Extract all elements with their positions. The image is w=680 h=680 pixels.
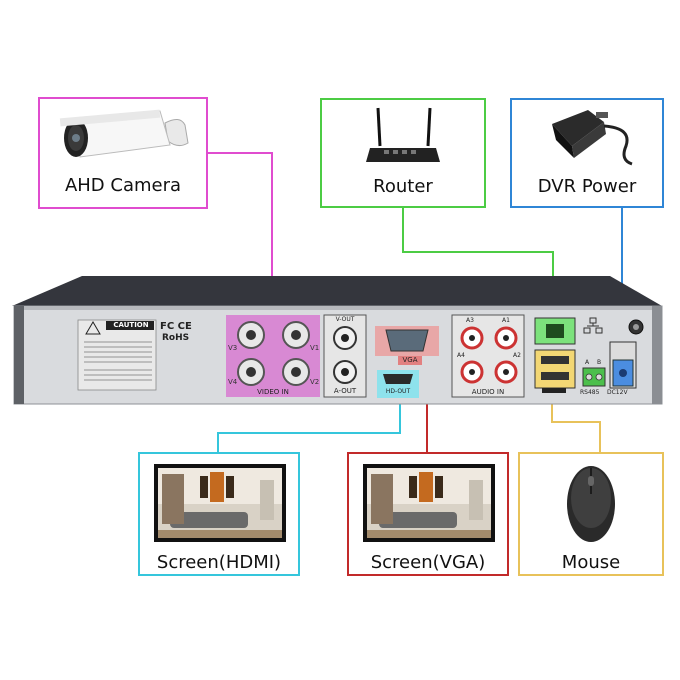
mouse-connection-line — [551, 393, 601, 452]
screen-vga-label: Screen(VGA) — [370, 552, 486, 573]
dvr-top-surface — [12, 276, 662, 306]
rs485-terminal[interactable] — [582, 367, 606, 387]
screen-hdmi-box: Screen(HDMI) — [138, 452, 300, 576]
rs485-pin-b: B — [597, 359, 602, 366]
vga-label: VGA — [402, 356, 418, 364]
bullet-camera-icon — [59, 109, 189, 158]
mouse-label: Mouse — [561, 552, 621, 573]
channel-label-v4: V4 — [228, 378, 238, 386]
mouse-box: Mouse — [518, 452, 664, 576]
usb-icon — [542, 388, 566, 393]
caution-label — [77, 319, 157, 391]
hdmi-port[interactable] — [383, 374, 413, 384]
audio-label-a1: A1 — [502, 317, 510, 324]
monitor-screen-icon — [363, 464, 495, 542]
power-adapter-icon — [552, 110, 633, 166]
a-out-label: A-OUT — [333, 387, 357, 395]
network-icon — [583, 317, 603, 334]
screen-vga-box: Screen(VGA) — [347, 452, 509, 576]
warning-triangle-icon — [85, 321, 101, 335]
video-in-label: VIDEO IN — [257, 388, 289, 396]
channel-label-v1: V1 — [310, 344, 320, 352]
rs485-pin-a: A — [585, 359, 590, 366]
fc-ce-mark: FC CE — [160, 321, 192, 332]
dvr-power-label: DVR Power — [537, 176, 637, 197]
router-box: Router — [320, 98, 486, 208]
audio-label-a3: A3 — [466, 317, 474, 324]
screen-hdmi-label: Screen(HDMI) — [156, 552, 282, 573]
usb-ports[interactable] — [534, 349, 576, 389]
channel-label-v2: V2 — [310, 378, 320, 386]
v-out-label: V-OUT — [335, 316, 355, 323]
router-label: Router — [373, 176, 433, 197]
audio-label-a2: A2 — [513, 352, 521, 359]
vga-port[interactable] — [385, 329, 429, 352]
audio-label-a4: A4 — [457, 352, 465, 359]
ahd-camera-box: AHD Camera — [38, 97, 208, 209]
tv-screen-icon — [154, 464, 286, 542]
rohs-mark: RoHS — [162, 333, 190, 343]
dvr-power-box: DVR Power — [510, 98, 664, 208]
bnc-connectors — [237, 321, 310, 386]
rs485-label: RS485 — [580, 389, 600, 396]
router-icon — [366, 107, 440, 162]
ahd-camera-label: AHD Camera — [64, 175, 182, 196]
hdmi-connection-line — [217, 383, 401, 453]
hd-out-label: HD-OUT — [385, 388, 411, 395]
channel-label-v3: V3 — [228, 344, 238, 352]
audio-in-label: AUDIO IN — [471, 388, 505, 396]
dc12v-label: DC12V — [607, 389, 628, 396]
caution-text: CAUTION — [113, 321, 149, 329]
mouse-icon — [567, 466, 615, 542]
camera-connection-line — [208, 152, 273, 323]
audio-connectors — [460, 326, 518, 384]
